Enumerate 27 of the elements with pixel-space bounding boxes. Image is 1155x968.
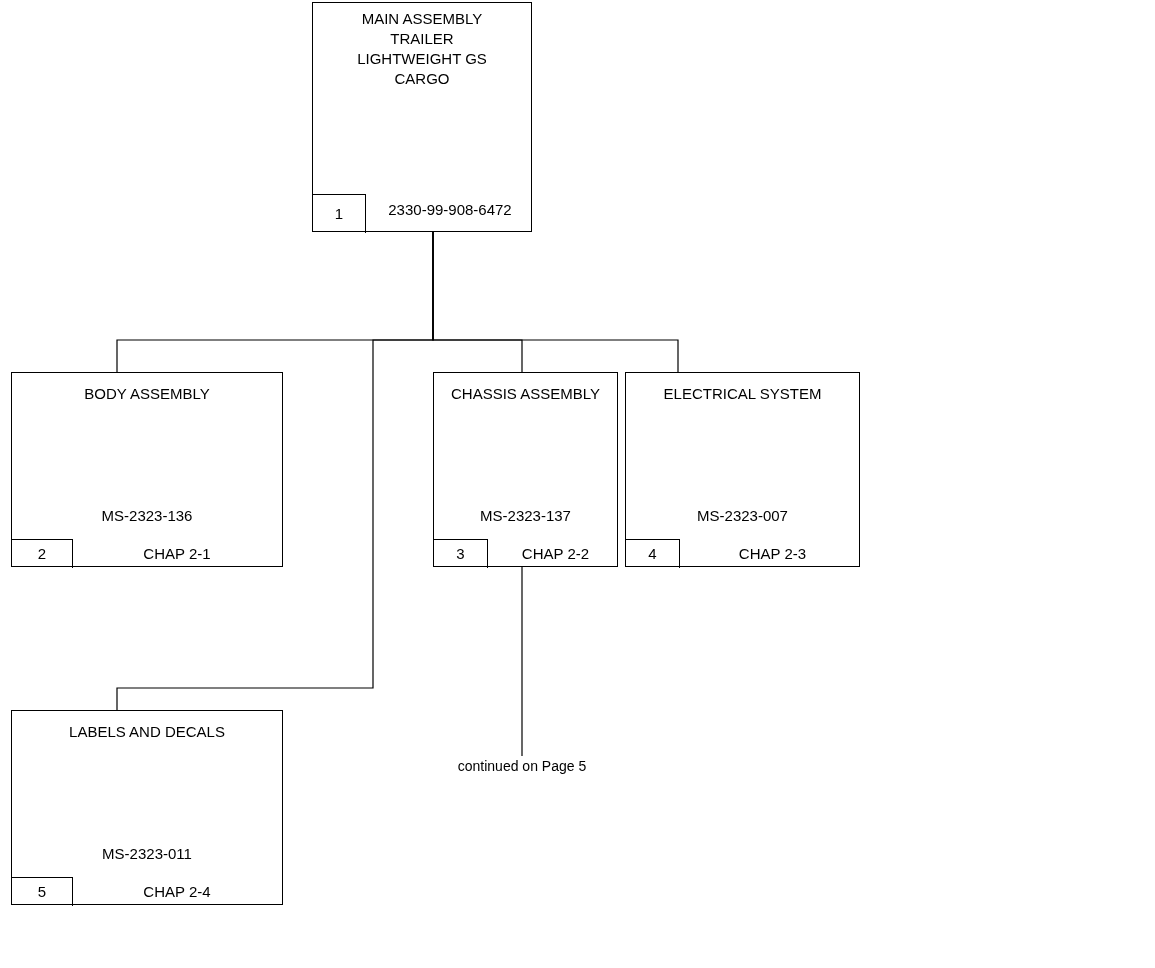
- part-number: MS-2323-007: [696, 506, 789, 526]
- connector-line: [521, 566, 523, 757]
- chapter-reference: CHAP 2-2: [520, 544, 591, 564]
- assembly-box: [433, 372, 618, 567]
- assembly-box: [312, 2, 532, 232]
- item-number-box: 3: [434, 539, 488, 568]
- assembly-box: [625, 372, 860, 567]
- item-number-box: 5: [12, 877, 73, 906]
- chapter-reference: CHAP 2-4: [142, 882, 212, 902]
- assembly-box: [11, 372, 283, 567]
- chapter-reference: CHAP 2-1: [142, 544, 212, 564]
- part-number: MS-2323-011: [101, 844, 193, 864]
- continuation-note: continued on Page 5: [440, 756, 604, 780]
- assembly-title: CHASSIS ASSEMBLY: [450, 384, 601, 404]
- assembly-title: ELECTRICAL SYSTEM: [662, 384, 823, 404]
- assembly-box: [11, 710, 283, 905]
- assembly-title: BODY ASSEMBLY: [83, 384, 211, 404]
- connector-line: [116, 231, 434, 711]
- assembly-title: LABELS AND DECALS: [68, 722, 226, 742]
- assembly-title: MAIN ASSEMBLY TRAILER LIGHTWEIGHT GS CARGO: [356, 9, 488, 89]
- stock-number: 2330-99-908-6472: [387, 199, 513, 220]
- chapter-reference: CHAP 2-3: [737, 544, 808, 564]
- item-number-box: 1: [313, 194, 366, 233]
- item-number-box: 4: [626, 539, 680, 568]
- item-number-box: 2: [12, 539, 73, 568]
- part-number: MS-2323-136: [100, 506, 194, 526]
- part-number: MS-2323-137: [479, 506, 572, 526]
